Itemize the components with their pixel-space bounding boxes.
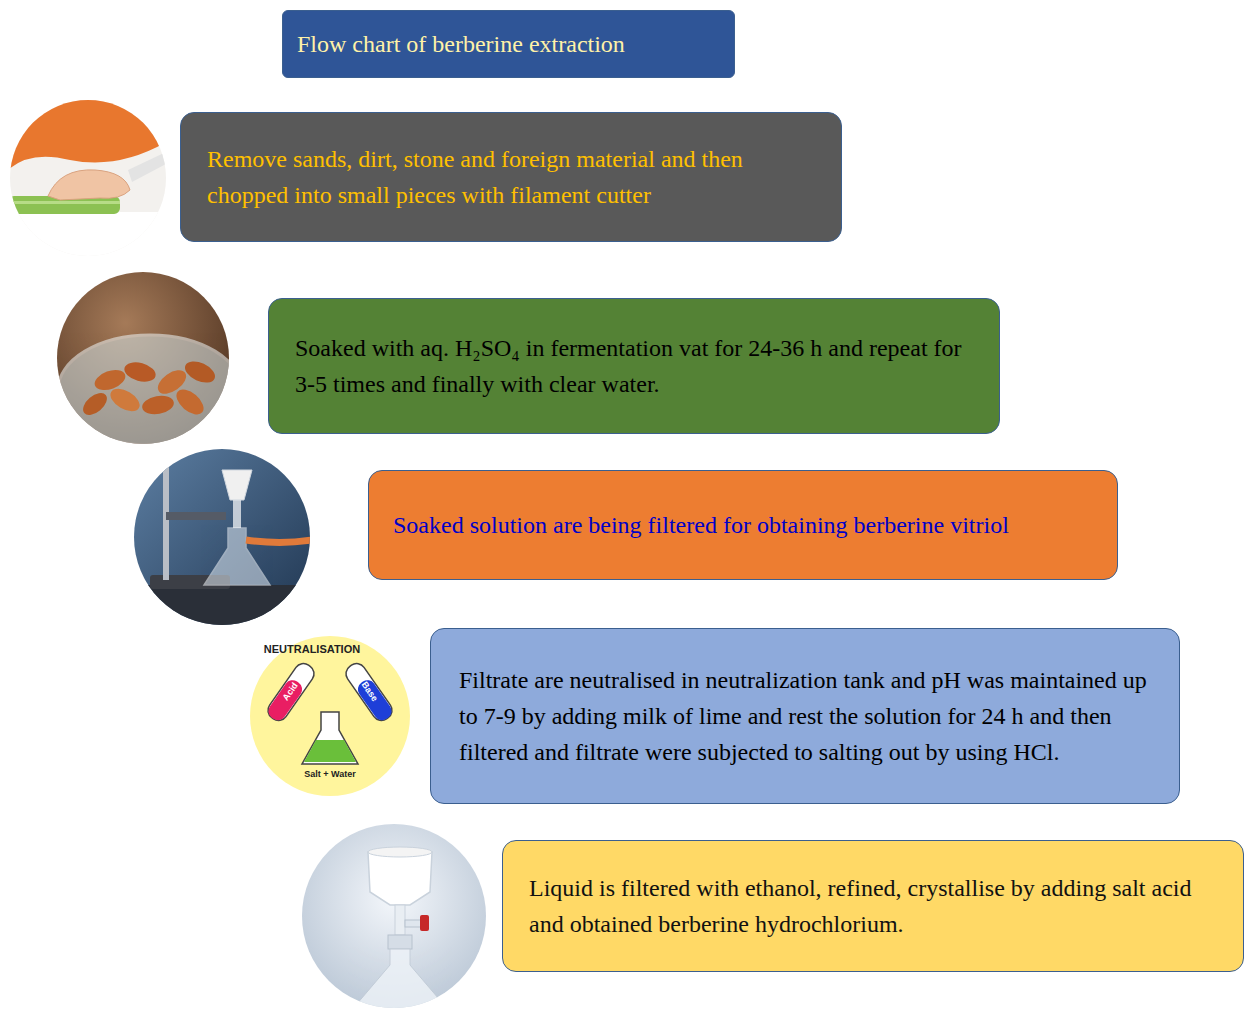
flask [350,949,450,1011]
acid-liquid [265,677,305,723]
title-box: Flow chart of berberine extraction [282,10,735,78]
title-text: Flow chart of berberine extraction [297,26,720,62]
process-text: Filtrate are neutralised in neutralizati… [459,662,1165,770]
knife-blade [128,150,170,182]
cutting-board [8,212,170,262]
flask [302,712,358,764]
tube-glass [342,660,395,724]
rubber-tube [246,540,312,543]
neutralisation-icon [250,636,410,796]
almond [182,357,219,387]
photo-ground [300,822,488,1011]
flask [204,528,270,585]
base-tube [342,660,395,724]
funnel-rim [368,847,432,857]
glass-bowl [58,335,242,445]
almond [172,385,208,419]
photo-ground [132,448,312,628]
filtration-photo [132,448,312,628]
process-text: Remove sands, dirt, stone and foreign ma… [207,141,817,213]
funnel [368,852,432,905]
soaking-photo [55,270,242,446]
process-box: Soaked with aq. H₂SO₄ in fermentation va… [268,298,1000,434]
chopping-photo [8,98,170,262]
almond [79,389,111,419]
process-box: Liquid is filtered with ethanol, refined… [502,840,1244,972]
acid-tube [264,660,317,724]
tube-glass [264,660,317,724]
process-box: Soaked solution are being filtered for o… [368,470,1118,580]
process-text: Soaked with aq. H₂SO₄ in fermentation va… [295,330,975,402]
photo-ground [8,98,170,262]
base-liquid [355,677,395,723]
almond [122,359,158,385]
process-box: Remove sands, dirt, stone and foreign ma… [180,112,842,242]
funnel-stem [233,500,241,528]
process-text: Liquid is filtered with ethanol, refined… [529,870,1231,942]
salt-water [304,740,356,762]
stopcock [420,915,429,931]
hand [48,170,130,200]
bench [132,585,312,625]
icon-ground [250,636,410,796]
orange-apron [8,98,170,170]
funnel-stem [395,905,405,935]
illustration-label: Salt + Water [304,770,355,780]
stopper [388,935,412,949]
celery-stripe [8,201,120,204]
process-text: Soaked solution are being filtered for o… [393,507,1093,543]
funnel [222,470,252,500]
illustration-label: NEUTRALISATION [264,643,360,655]
almond [141,393,176,416]
almond [107,384,144,416]
process-box: Filtrate are neutralised in neutralizati… [430,628,1180,804]
clamp [166,512,226,520]
buchner-photo [300,822,488,1011]
